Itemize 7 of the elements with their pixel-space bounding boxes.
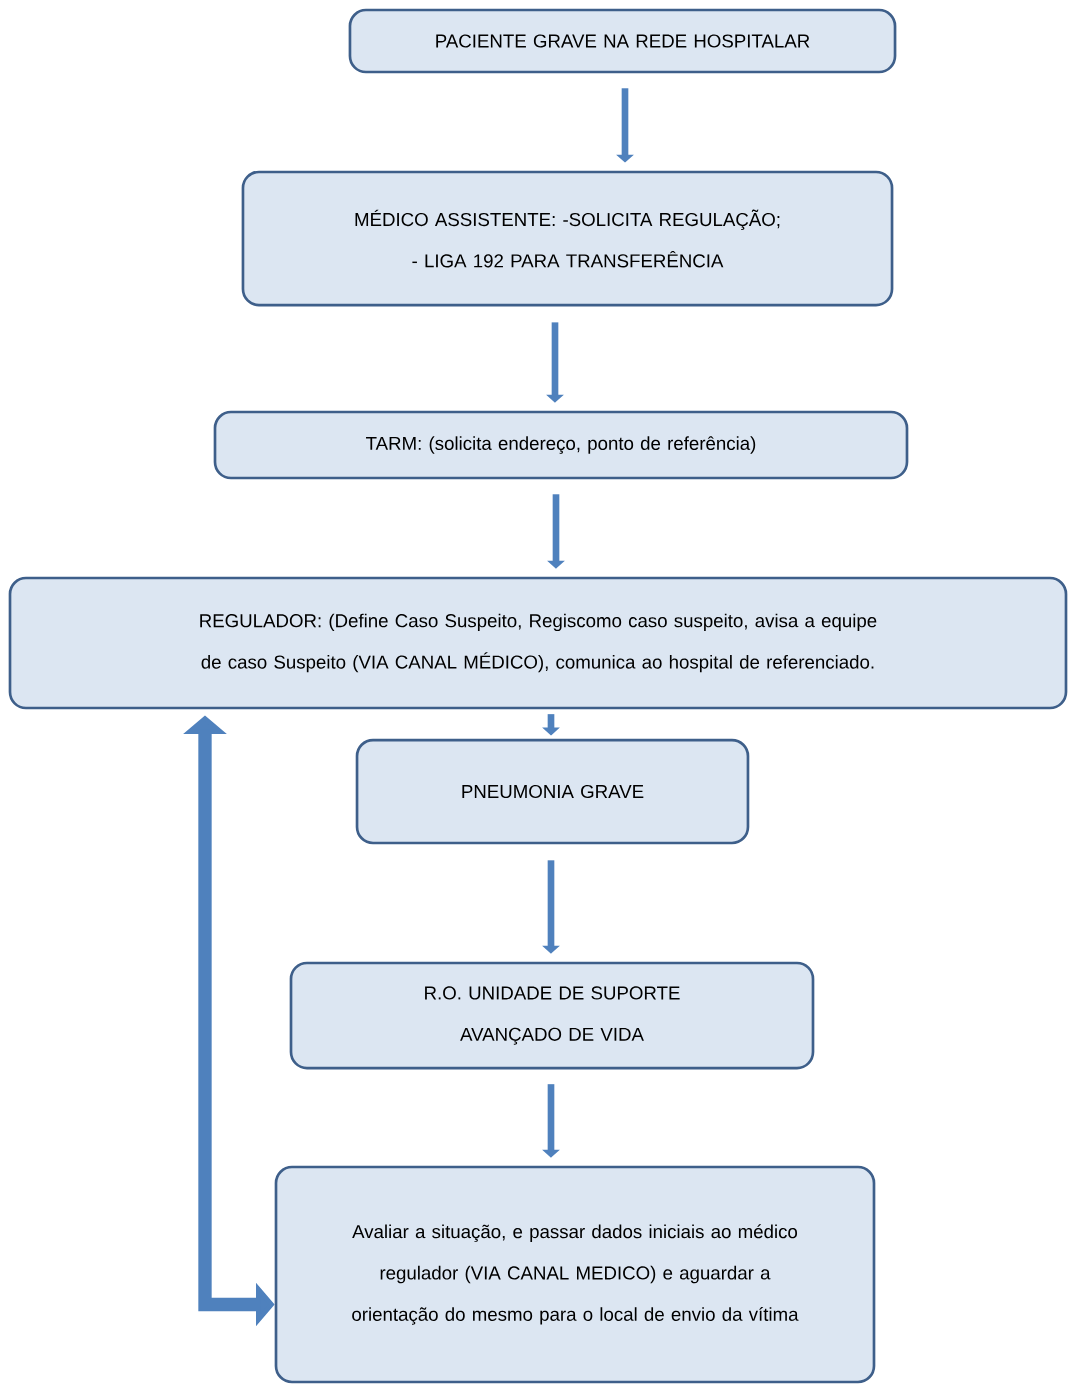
process-box: PACIENTE GRAVE NA REDE HOSPITALAR — [348, 8, 897, 74]
process-box: TARM: (solicita endereço, ponto de referência) — [213, 410, 909, 480]
process-box: REGULADOR: (Define Caso Suspeito, Regiscomo caso suspeito, avisa a equipe de caso Suspeito (VIA CANAL MÉDICO), comunica ao hospital de referenciado. — [8, 576, 1068, 710]
process-box: PNEUMONIA GRAVE — [355, 738, 750, 845]
process-box: Avaliar a situação, e passar dados iniciais ao médico regulador (VIA CANAL MEDICO) e aguardar a orientação do mesmo para o local de envio da vítima — [274, 1165, 876, 1384]
process-box: R.O. UNIDADE DE SUPORTE AVANÇADO DE VIDA — [289, 961, 815, 1070]
process-box: MÉDICO ASSISTENTE: -SOLICITA REGULAÇÃO; - LIGA 192 PARA TRANSFERÊNCIA — [241, 170, 894, 307]
